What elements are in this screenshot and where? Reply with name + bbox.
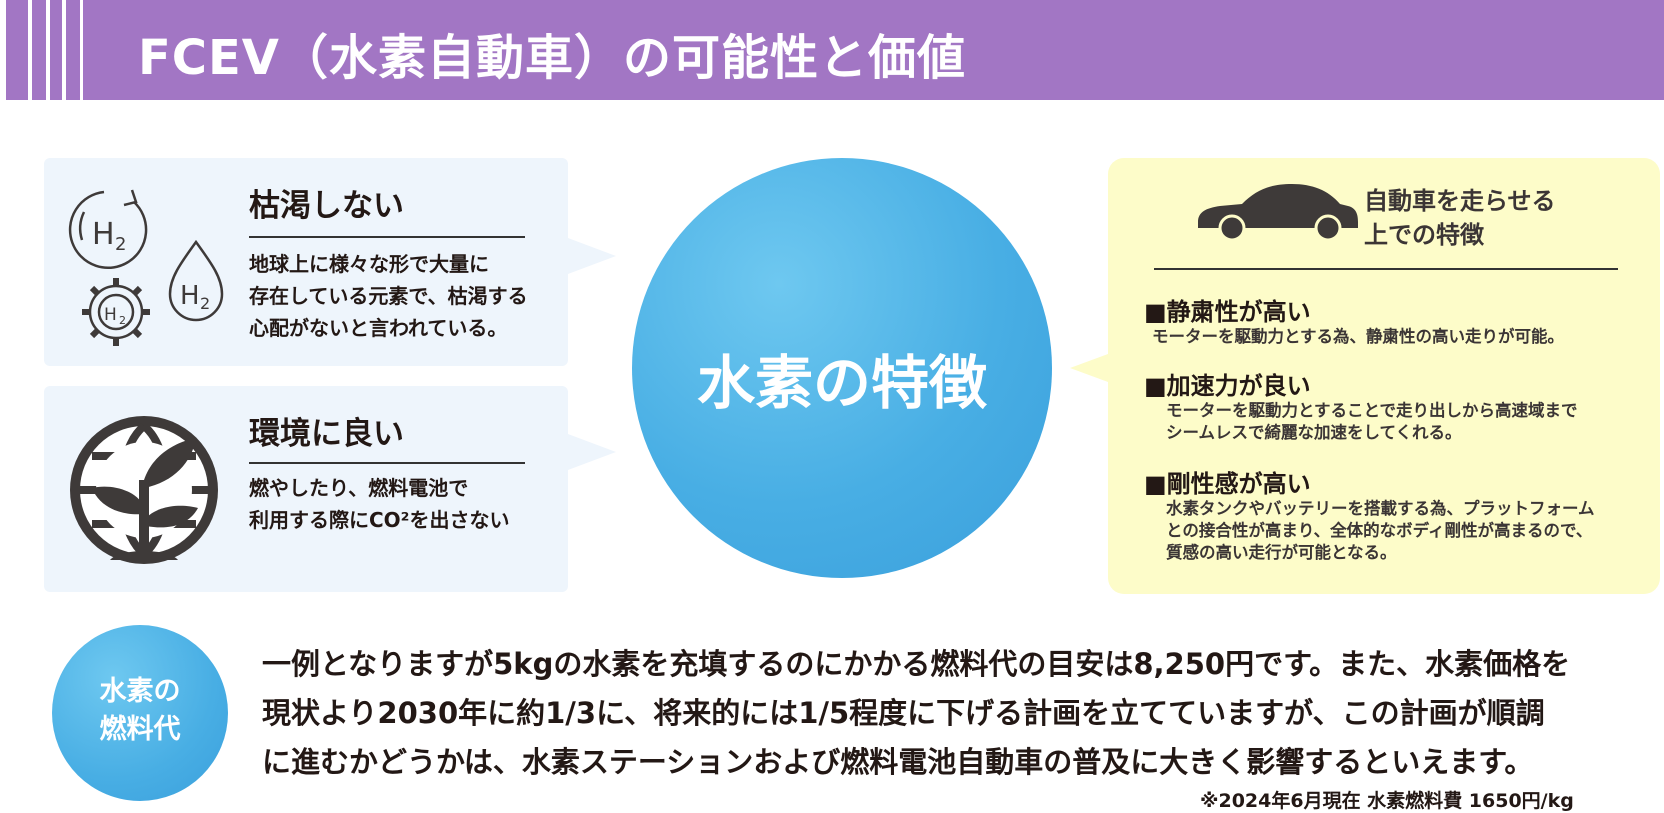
paragraph-line: 現状より2030年に約1/3に、将来的には1/5程度に下げる計画を立てていますが… xyxy=(262,696,1545,730)
description-line: シームレスで綺麗な加速をしてくれる。 xyxy=(1166,423,1462,442)
header-stripe xyxy=(46,0,50,100)
header-stripe xyxy=(28,0,32,100)
svg-text:2: 2 xyxy=(200,294,210,313)
car-icon xyxy=(1192,178,1362,242)
feature-box-inexhaustible: H 2 H 2 H 2 枯渇しない 地球上に様々な形で大量に 存在している元素で… xyxy=(44,158,616,366)
hydrogen-features-circle: 水素の特徴 xyxy=(632,158,1052,578)
feature-heading: ■加速力が良い xyxy=(1144,372,1311,400)
label-line: 水素の xyxy=(99,676,181,707)
description-line: 地球上に様々な形で大量に xyxy=(249,252,489,276)
description-line: 水素タンクやバッテリーを搭載する為、プラットフォーム xyxy=(1166,499,1595,518)
header-stripe xyxy=(62,0,66,100)
label-line: 燃料代 xyxy=(99,714,181,745)
description-line: 質感の高い走行が可能となる。 xyxy=(1166,543,1397,562)
svg-text:H: H xyxy=(92,217,115,252)
box-pointer xyxy=(568,238,616,274)
fuel-cost-circle: 水素の 燃料代 xyxy=(52,625,228,801)
paragraph-line: に進むかどうかは、水素ステーションおよび燃料電池自動車の普及に大きく影響するとい… xyxy=(262,745,1534,779)
description-line: モーターを駆動力とする為、静粛性の高い走りが可能。 xyxy=(1152,327,1565,346)
svg-text:2: 2 xyxy=(119,314,126,327)
feature-heading: ■静粛性が高い xyxy=(1144,298,1311,326)
header-stripe xyxy=(80,0,83,100)
feature-box-eco: 環境に良い 燃やしたり、燃料電池で 利用する際にCO²を出さない xyxy=(44,386,616,592)
svg-text:H: H xyxy=(104,305,117,325)
box-pointer xyxy=(568,434,616,470)
box-pointer xyxy=(1070,354,1108,382)
description-line: 心配がないと言われている。 xyxy=(249,316,508,340)
feature-description: モーターを駆動力とする為、静粛性の高い走りが可能。 xyxy=(1152,326,1564,348)
globe-plant-icon xyxy=(64,410,224,570)
feature-description: モーターを駆動力とすることで走り出しから高速域まで シームレスで綺麗な加速をして… xyxy=(1166,400,1578,444)
title-line: 自動車を走らせる xyxy=(1364,187,1556,215)
feature-description: 地球上に様々な形で大量に 存在している元素で、枯渇する 心配がないと言われている… xyxy=(249,248,528,344)
title-underline xyxy=(1154,268,1618,270)
circle-label: 水素の特徴 xyxy=(696,349,987,417)
feature-description: 水素タンクやバッテリーを搭載する為、プラットフォーム との接合性が高まり、全体的… xyxy=(1166,498,1595,564)
description-line: 燃やしたり、燃料電池で xyxy=(249,476,469,500)
description-line: 利用する際にCO²を出さない xyxy=(249,508,510,532)
right-box-title: 自動車を走らせる 上での特徴 xyxy=(1364,184,1556,252)
fuel-cost-paragraph: 一例となりますが5kgの水素を充填するのにかかる燃料代の目安は8,250円です。… xyxy=(262,640,1570,787)
page-title: FCEV（水素自動車）の可能性と価値 xyxy=(138,30,966,86)
description-line: との接合性が高まり、全体的なボディ剛性が高まるので、 xyxy=(1166,521,1593,540)
header-bar: FCEV（水素自動車）の可能性と価値 xyxy=(0,0,1664,100)
title-underline xyxy=(249,236,525,238)
description-line: モーターを駆動力とすることで走り出しから高速域まで xyxy=(1166,401,1578,420)
footnote: ※2024年6月現在 水素燃料費 1650円/kg xyxy=(1200,790,1574,812)
fuel-cost-label: 水素の 燃料代 xyxy=(52,673,228,749)
description-line: 存在している元素で、枯渇する xyxy=(249,284,528,308)
svg-text:2: 2 xyxy=(115,234,126,255)
feature-title: 枯渇しない xyxy=(249,188,404,224)
title-underline xyxy=(249,462,525,464)
feature-heading: ■剛性感が高い xyxy=(1144,470,1311,498)
feature-title: 環境に良い xyxy=(249,416,404,452)
svg-text:H: H xyxy=(180,281,200,311)
header-stripe xyxy=(0,0,6,100)
paragraph-line: 一例となりますが5kgの水素を充填するのにかかる燃料代の目安は8,250円です。… xyxy=(262,647,1571,681)
driving-features-box: 自動車を走らせる 上での特徴 ■静粛性が高い モーターを駆動力とする為、静粛性の… xyxy=(1070,158,1660,594)
hydrogen-cycle-icon: H 2 H 2 H 2 xyxy=(64,172,234,352)
feature-description: 燃やしたり、燃料電池で 利用する際にCO²を出さない xyxy=(249,472,509,536)
title-line: 上での特徴 xyxy=(1364,221,1484,249)
